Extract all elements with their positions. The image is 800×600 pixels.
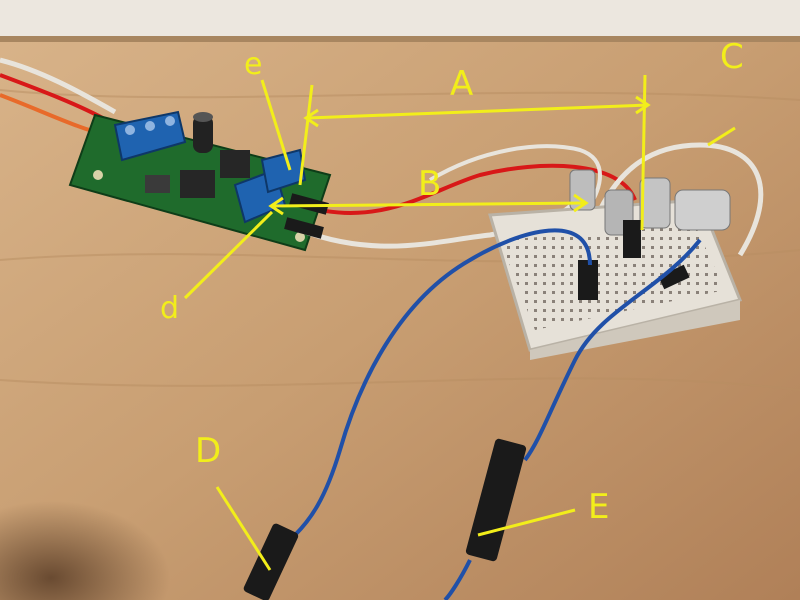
- pointer-D: [215, 486, 272, 571]
- dc-dc-converter-board: [68, 110, 332, 252]
- blue-wire-d: [293, 228, 592, 537]
- annotation-overlay: [183, 74, 736, 571]
- hand-shadow: [0, 380, 340, 600]
- white-wire-left: [0, 57, 117, 115]
- pointer-d: [183, 210, 274, 300]
- label-b: B: [418, 164, 441, 204]
- label-D: D: [195, 431, 221, 471]
- mini-breadboard: [488, 169, 743, 360]
- blue-wire-e-lower: [443, 559, 472, 600]
- capacitor: [193, 115, 213, 153]
- pointer-E: [477, 508, 576, 537]
- dimension-b-line: [271, 201, 586, 208]
- chip: [145, 175, 170, 193]
- white-wire-c: [597, 142, 764, 257]
- pointer-e: [260, 79, 292, 171]
- label-E: E: [588, 487, 609, 527]
- laptop-edge: [0, 0, 800, 38]
- jumper-connector-2: [284, 217, 324, 239]
- jumper-pin-2: [623, 220, 641, 258]
- jumper-connector-1: [289, 193, 329, 215]
- crystal-3: [674, 189, 731, 231]
- crystal-4: [569, 169, 596, 211]
- white-wire-top: [428, 144, 602, 207]
- laptop-edge-shadow: [0, 36, 800, 42]
- label-d: d: [160, 291, 179, 326]
- label-e: e: [244, 47, 262, 82]
- inductor-2: [220, 150, 250, 178]
- probe-connector-e: [465, 438, 527, 562]
- crystal-2: [639, 177, 671, 229]
- dimension-a-line: [307, 103, 649, 120]
- jumper-pin-3: [658, 264, 690, 290]
- pointer-c: [707, 126, 736, 147]
- label-c: C: [720, 37, 744, 77]
- inductor-1: [180, 170, 215, 198]
- label-a: A: [450, 64, 473, 104]
- blue-wire-e: [523, 238, 702, 462]
- probe-connector-d: [243, 523, 299, 600]
- jumper-pin-1: [578, 260, 598, 300]
- red-wire-output: [299, 163, 637, 215]
